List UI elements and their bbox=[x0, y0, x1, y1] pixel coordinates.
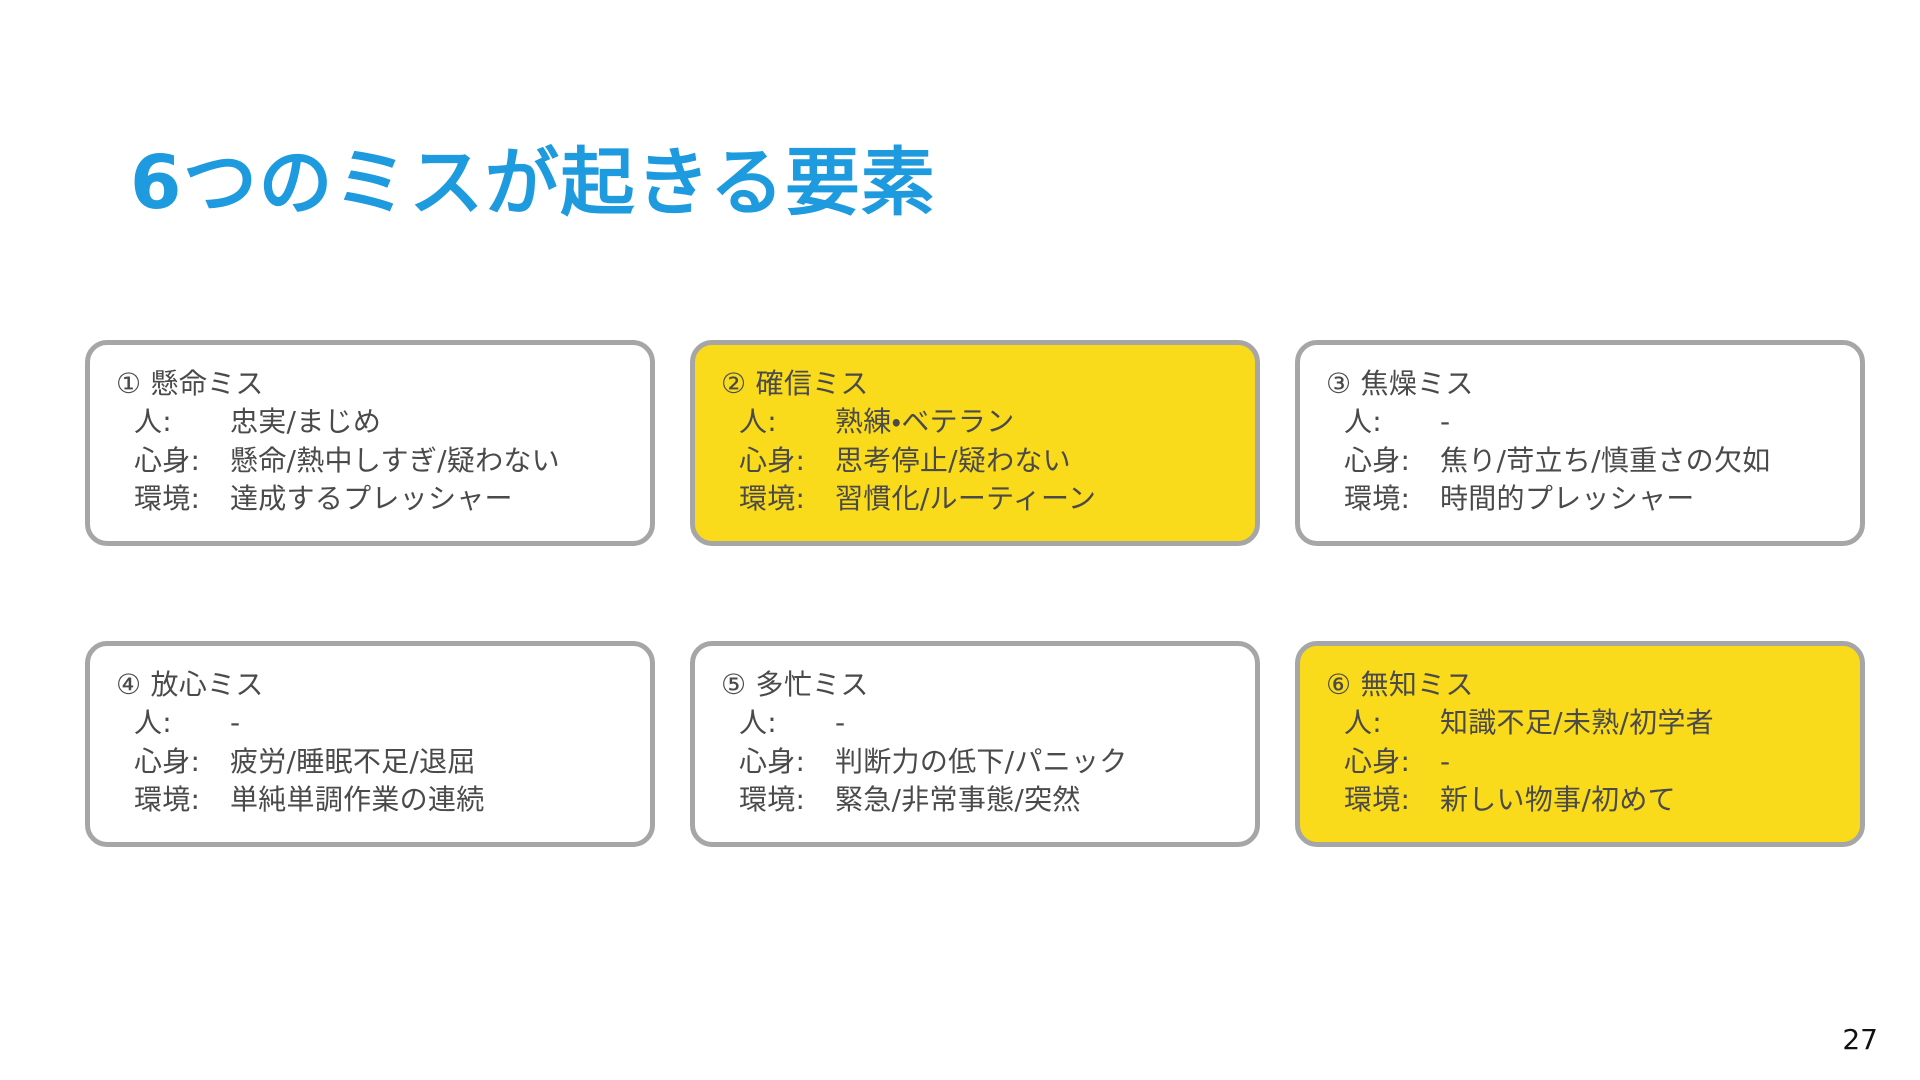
card-5-row-mindbody: 心身: 判断力の低下/パニック bbox=[739, 743, 1229, 782]
card-6-row-mindbody-label: 心身: bbox=[1344, 744, 1411, 778]
card-5-rows: 人: - 心身: 判断力の低下/パニック 環境: 緊急/非常事態/突然 bbox=[721, 704, 1229, 820]
card-1-row-environment: 環境: 達成するプレッシャー bbox=[134, 480, 624, 519]
card-6-rows: 人: 知識不足/未熟/初学者 心身: - 環境: 新しい物事/初めて bbox=[1326, 704, 1834, 820]
card-2-row-environment-label: 環境: bbox=[739, 482, 806, 516]
card-3-rows: 人: - 心身: 焦り/苛立ち/慎重さの欠如 環境: 時間的プレッシャー bbox=[1326, 403, 1834, 519]
page-title: 6つのミスが起きる要素 bbox=[130, 139, 937, 226]
page-number: 27 bbox=[1842, 1023, 1878, 1056]
card-1-row-person: 人: 忠実/まじめ bbox=[134, 403, 624, 442]
card-3-row-mindbody-value: 焦り/苛立ち/慎重さの欠如 bbox=[1440, 443, 1771, 477]
card-4-row-environment: 環境: 単純単調作業の連続 bbox=[134, 781, 624, 820]
card-3[interactable]: ③ 焦燥ミス 人: - 心身: 焦り/苛立ち/慎重さの欠如 環境: 時間的プレッ… bbox=[1295, 340, 1865, 546]
card-1-row-mindbody-value: 懸命/熱中しすぎ/疑わない bbox=[230, 443, 560, 477]
card-5-row-person-label: 人: bbox=[739, 706, 777, 740]
card-4-heading: ④ 放心ミス bbox=[116, 668, 264, 701]
card-4-row-person-value: - bbox=[230, 706, 241, 740]
card-1-row-environment-value: 達成するプレッシャー bbox=[230, 482, 513, 516]
card-2-row-person-value: 熟練・ベテラン bbox=[835, 405, 1015, 439]
card-2-row-mindbody: 心身: 思考停止/疑わない bbox=[739, 442, 1229, 481]
card-6-row-person-value: 知識不足/未熟/初学者 bbox=[1440, 706, 1714, 740]
card-1-heading: ① 懸命ミス bbox=[116, 367, 264, 400]
card-5-row-mindbody-value: 判断力の低下/パニック bbox=[835, 744, 1128, 778]
card-4-row-mindbody-label: 心身: bbox=[134, 744, 201, 778]
card-2-row-person-label: 人: bbox=[739, 405, 777, 439]
card-3-row-environment-value: 時間的プレッシャー bbox=[1440, 482, 1695, 516]
card-5-row-environment: 環境: 緊急/非常事態/突然 bbox=[739, 781, 1229, 820]
card-5[interactable]: ⑤ 多忙ミス 人: - 心身: 判断力の低下/パニック 環境: 緊急/非常事態/… bbox=[690, 641, 1260, 847]
card-1[interactable]: ① 懸命ミス 人: 忠実/まじめ 心身: 懸命/熱中しすぎ/疑わない 環境: 達… bbox=[85, 340, 655, 546]
card-6-row-environment-label: 環境: bbox=[1344, 783, 1411, 817]
card-6-heading: ⑥ 無知ミス bbox=[1326, 668, 1474, 701]
card-6-row-mindbody: 心身: - bbox=[1344, 743, 1834, 782]
card-2-row-mindbody-label: 心身: bbox=[739, 443, 806, 477]
card-3-row-mindbody: 心身: 焦り/苛立ち/慎重さの欠如 bbox=[1344, 442, 1834, 481]
card-4-row-person: 人: - bbox=[134, 704, 624, 743]
card-1-rows: 人: 忠実/まじめ 心身: 懸命/熱中しすぎ/疑わない 環境: 達成するプレッシ… bbox=[116, 403, 624, 519]
card-6[interactable]: ⑥ 無知ミス 人: 知識不足/未熟/初学者 心身: - 環境: 新しい物事/初め… bbox=[1295, 641, 1865, 847]
card-3-row-person-label: 人: bbox=[1344, 405, 1382, 439]
card-4-row-environment-label: 環境: bbox=[134, 783, 201, 817]
card-4-row-mindbody-value: 疲労/睡眠不足/退屈 bbox=[230, 744, 476, 778]
card-4-row-mindbody: 心身: 疲労/睡眠不足/退屈 bbox=[134, 743, 624, 782]
card-5-heading: ⑤ 多忙ミス bbox=[721, 668, 869, 701]
card-3-row-person: 人: - bbox=[1344, 403, 1834, 442]
card-6-row-mindbody-value: - bbox=[1440, 744, 1451, 778]
card-4-row-person-label: 人: bbox=[134, 706, 172, 740]
card-2-heading: ② 確信ミス bbox=[721, 367, 869, 400]
card-6-row-environment-value: 新しい物事/初めて bbox=[1440, 783, 1676, 817]
card-6-row-environment: 環境: 新しい物事/初めて bbox=[1344, 781, 1834, 820]
card-2-row-environment-value: 習慣化/ルーティーン bbox=[835, 482, 1097, 516]
card-6-row-person: 人: 知識不足/未熟/初学者 bbox=[1344, 704, 1834, 743]
card-6-row-person-label: 人: bbox=[1344, 706, 1382, 740]
card-2-row-person: 人: 熟練・ベテラン bbox=[739, 403, 1229, 442]
card-1-row-mindbody-label: 心身: bbox=[134, 443, 201, 477]
card-3-row-mindbody-label: 心身: bbox=[1344, 443, 1411, 477]
card-3-row-person-value: - bbox=[1440, 405, 1451, 439]
card-2-row-mindbody-value: 思考停止/疑わない bbox=[835, 443, 1071, 477]
card-5-row-person: 人: - bbox=[739, 704, 1229, 743]
card-5-row-environment-value: 緊急/非常事態/突然 bbox=[835, 783, 1081, 817]
card-5-row-mindbody-label: 心身: bbox=[739, 744, 806, 778]
card-4-rows: 人: - 心身: 疲労/睡眠不足/退屈 環境: 単純単調作業の連続 bbox=[116, 704, 624, 820]
card-5-row-person-value: - bbox=[835, 706, 846, 740]
card-1-row-environment-label: 環境: bbox=[134, 482, 201, 516]
mistake-factor-card-grid: ① 懸命ミス 人: 忠実/まじめ 心身: 懸命/熱中しすぎ/疑わない 環境: 達… bbox=[85, 340, 1865, 847]
card-5-row-environment-label: 環境: bbox=[739, 783, 806, 817]
card-2[interactable]: ② 確信ミス 人: 熟練・ベテラン 心身: 思考停止/疑わない 環境: 習慣化/… bbox=[690, 340, 1260, 546]
card-3-row-environment-label: 環境: bbox=[1344, 482, 1411, 516]
card-2-rows: 人: 熟練・ベテラン 心身: 思考停止/疑わない 環境: 習慣化/ルーティーン bbox=[721, 403, 1229, 519]
card-4-row-environment-value: 単純単調作業の連続 bbox=[230, 783, 485, 817]
card-1-row-person-label: 人: bbox=[134, 405, 172, 439]
card-3-row-environment: 環境: 時間的プレッシャー bbox=[1344, 480, 1834, 519]
card-1-row-mindbody: 心身: 懸命/熱中しすぎ/疑わない bbox=[134, 442, 624, 481]
card-2-row-environment: 環境: 習慣化/ルーティーン bbox=[739, 480, 1229, 519]
card-3-heading: ③ 焦燥ミス bbox=[1326, 367, 1474, 400]
card-4[interactable]: ④ 放心ミス 人: - 心身: 疲労/睡眠不足/退屈 環境: 単純単調作業の連続 bbox=[85, 641, 655, 847]
card-1-row-person-value: 忠実/まじめ bbox=[230, 405, 382, 439]
